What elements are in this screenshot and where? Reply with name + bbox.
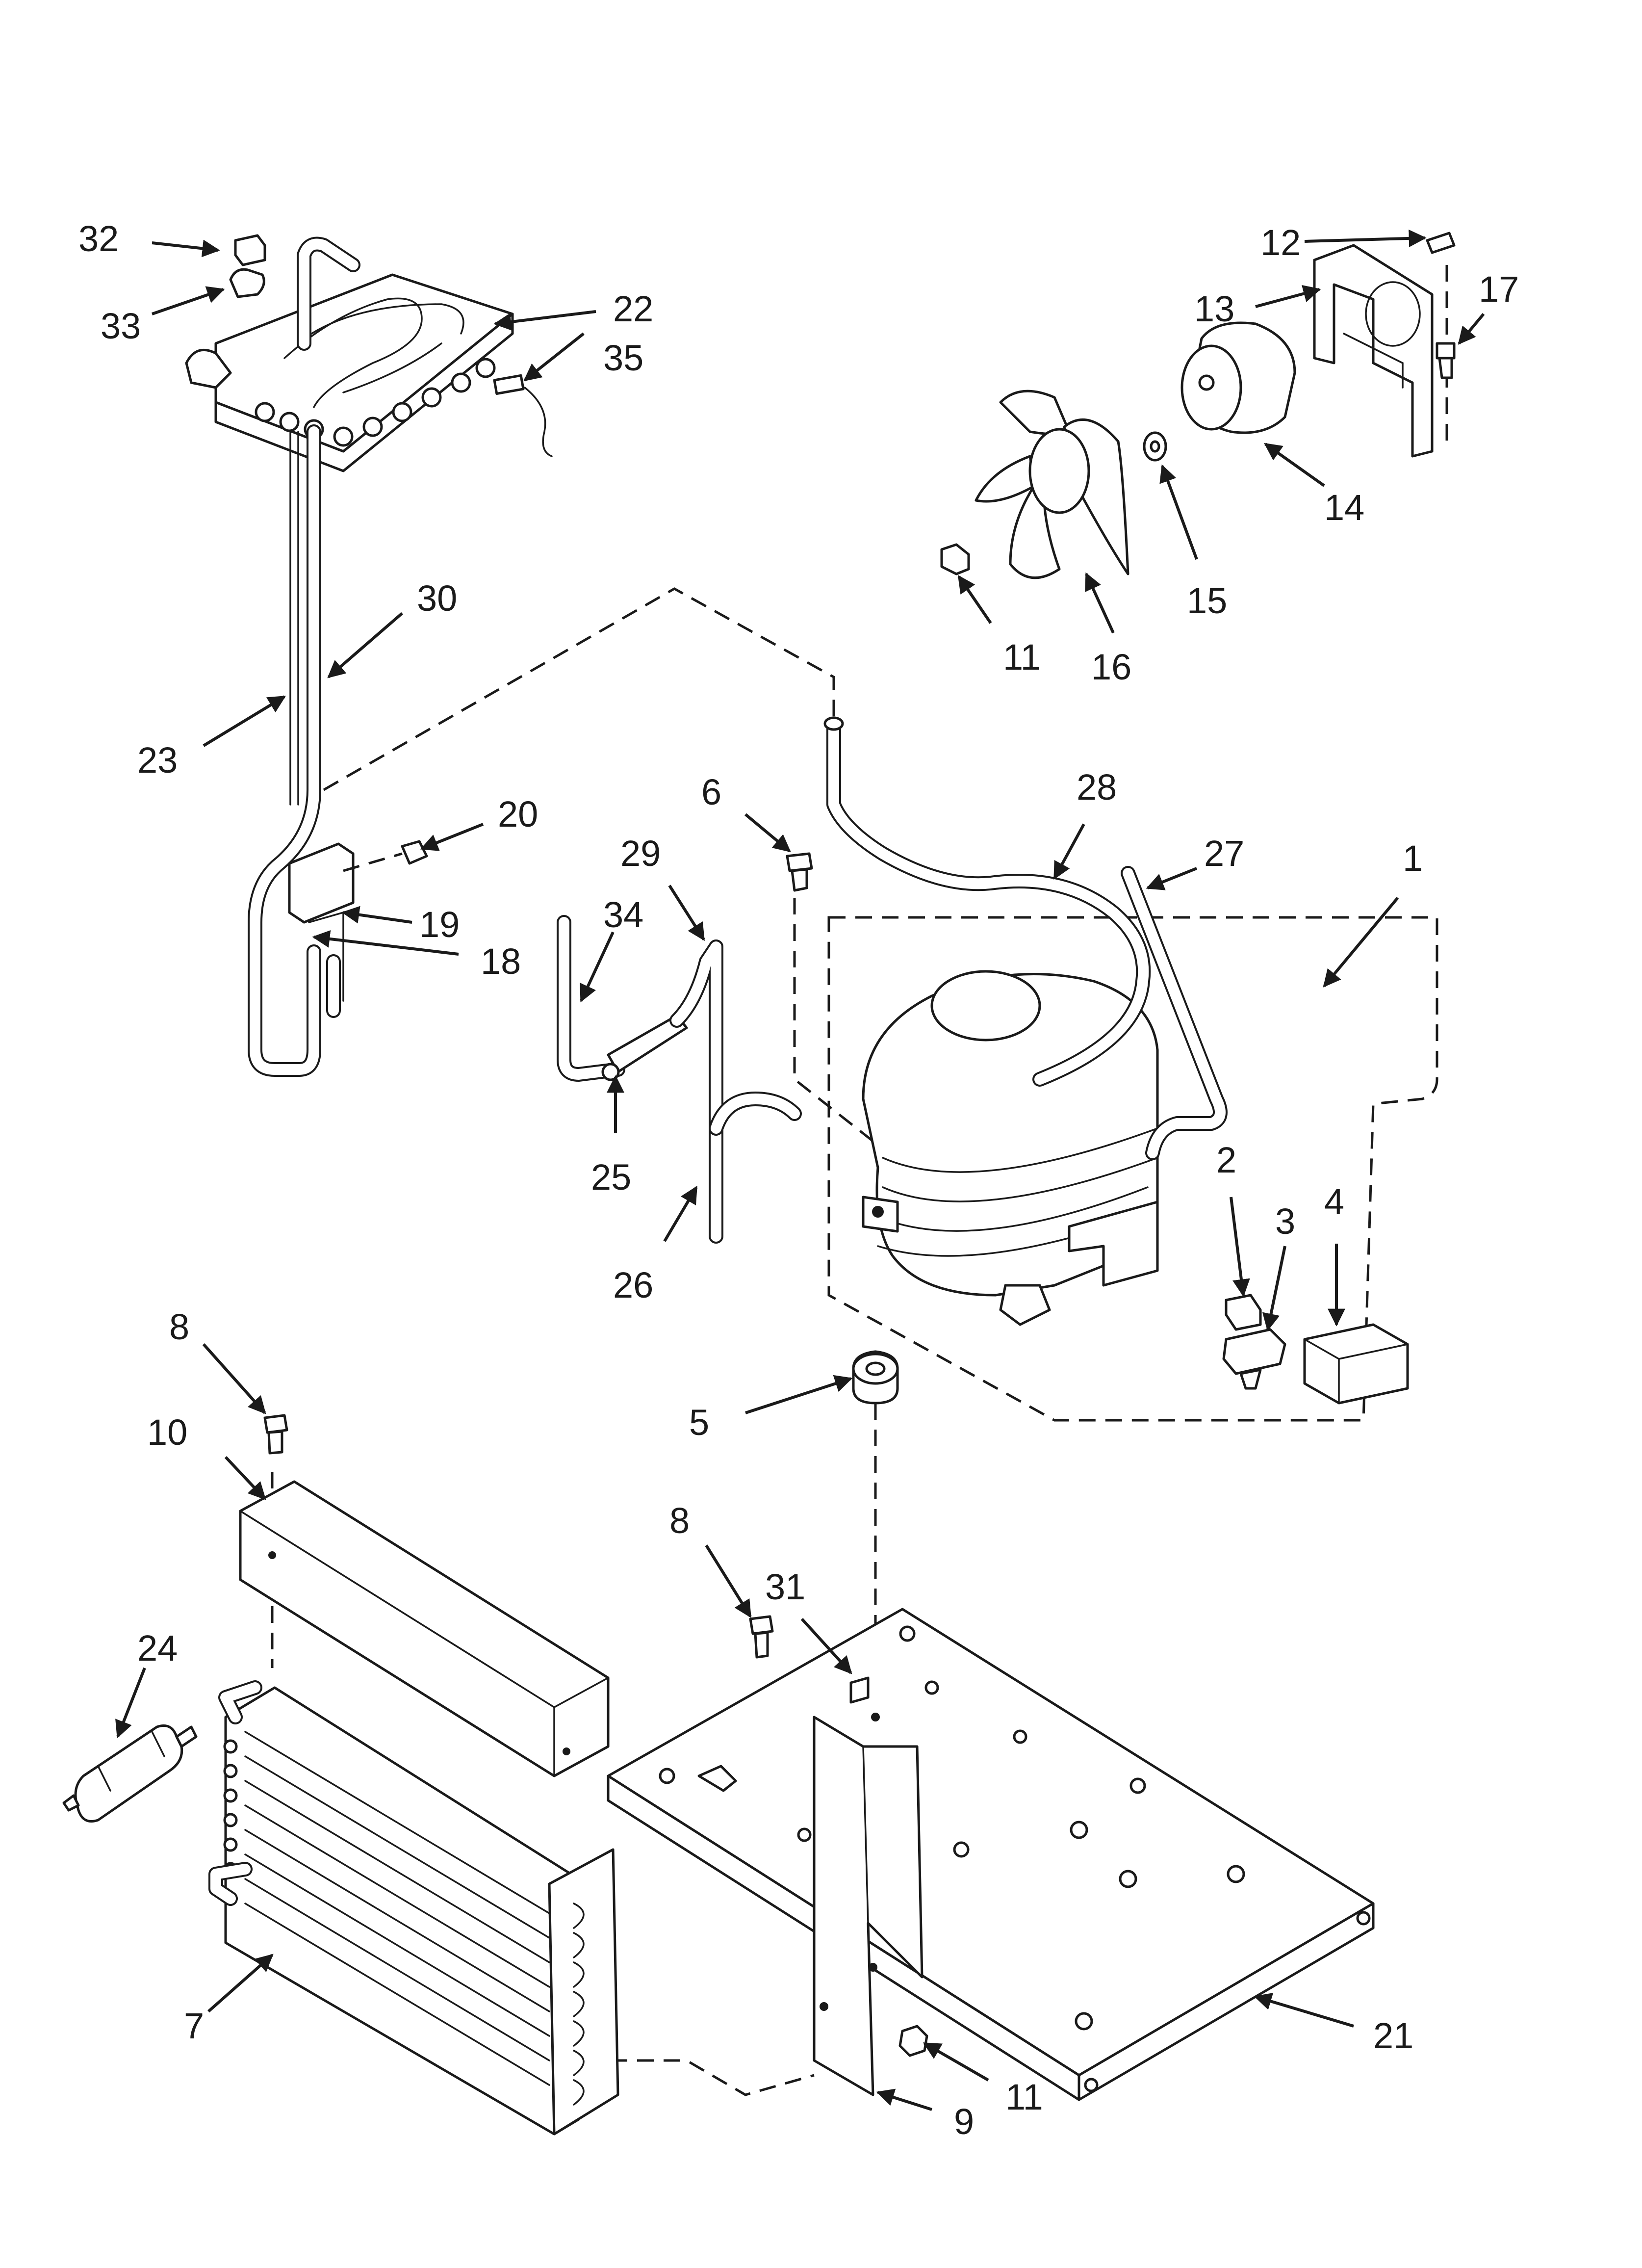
callout-10: 10 bbox=[147, 1412, 187, 1453]
callout-7: 7 bbox=[184, 2006, 204, 2046]
callout-31: 31 bbox=[765, 1566, 805, 1607]
callout-15: 15 bbox=[1187, 580, 1227, 621]
callout-30: 30 bbox=[417, 578, 457, 619]
clip-32 bbox=[234, 234, 266, 266]
fan-motor-assembly bbox=[940, 232, 1456, 579]
clips bbox=[229, 234, 553, 457]
condenser-7 bbox=[208, 1680, 619, 2136]
callout-34: 34 bbox=[603, 894, 643, 935]
compressor bbox=[823, 716, 1228, 1326]
callout-33: 33 bbox=[101, 306, 141, 346]
terminal-box bbox=[1068, 1200, 1159, 1287]
callout-27: 27 bbox=[1204, 833, 1244, 874]
callout-arrows bbox=[115, 229, 1485, 2111]
condenser-return-bends bbox=[573, 1903, 585, 2106]
compressor-assembly-boundary bbox=[827, 916, 1438, 1422]
callout-29: 29 bbox=[620, 833, 661, 874]
callout-labels: 1 2 3 4 5 6 7 8 8 9 10 11 11 12 13 14 15… bbox=[78, 218, 1519, 2142]
callout-2: 2 bbox=[1216, 1140, 1236, 1180]
fan-blade bbox=[999, 390, 1071, 436]
callout-21: 21 bbox=[1373, 2015, 1413, 2056]
callout-1: 1 bbox=[1403, 838, 1423, 879]
callout-8b: 8 bbox=[669, 1500, 690, 1541]
callout-24: 24 bbox=[137, 1628, 178, 1668]
callout-4: 4 bbox=[1324, 1181, 1344, 1222]
base-plate bbox=[607, 1608, 1375, 2101]
grommet-5 bbox=[852, 1350, 899, 1405]
screw-20 bbox=[343, 840, 428, 872]
callout-16: 16 bbox=[1091, 647, 1131, 687]
callout-28: 28 bbox=[1077, 767, 1117, 808]
callout-13: 13 bbox=[1194, 288, 1234, 329]
callout-3: 3 bbox=[1275, 1201, 1295, 1242]
clip-2 bbox=[1225, 1294, 1262, 1331]
callout-20: 20 bbox=[498, 794, 538, 834]
callout-18: 18 bbox=[481, 941, 521, 982]
callout-26: 26 bbox=[613, 1265, 653, 1305]
screw-6 bbox=[786, 852, 813, 892]
callout-11b: 11 bbox=[1005, 2077, 1043, 2117]
condenser-left-bends bbox=[223, 1739, 238, 1877]
clip-33 bbox=[229, 268, 265, 298]
cover-10 bbox=[239, 1480, 610, 1777]
callout-12: 12 bbox=[1260, 222, 1301, 263]
callout-32: 32 bbox=[78, 218, 119, 259]
relay-3 bbox=[1222, 1328, 1286, 1375]
callout-8a: 8 bbox=[169, 1306, 189, 1347]
electrical-parts bbox=[1222, 1294, 1409, 1405]
drier-24 bbox=[62, 1724, 198, 1823]
callout-6: 6 bbox=[701, 772, 721, 812]
callout-11a: 11 bbox=[1003, 637, 1041, 678]
callout-14: 14 bbox=[1324, 487, 1364, 528]
callout-25: 25 bbox=[591, 1157, 631, 1198]
base-top bbox=[607, 1608, 1375, 2077]
small-hardware bbox=[263, 1414, 928, 2057]
label-35 bbox=[493, 374, 525, 395]
line-clamp bbox=[288, 842, 355, 924]
callout-17: 17 bbox=[1479, 269, 1519, 310]
callout-5: 5 bbox=[689, 1402, 709, 1443]
base-holes bbox=[659, 1625, 1371, 2092]
overload-4 bbox=[1303, 1323, 1409, 1405]
callout-9: 9 bbox=[954, 2101, 974, 2142]
capillary-assembly bbox=[557, 915, 802, 1244]
evaporator-assembly bbox=[185, 236, 514, 1077]
callout-35: 35 bbox=[603, 338, 643, 378]
callout-22: 22 bbox=[613, 288, 653, 329]
callout-19: 19 bbox=[419, 904, 460, 945]
callout-23: 23 bbox=[137, 740, 178, 781]
